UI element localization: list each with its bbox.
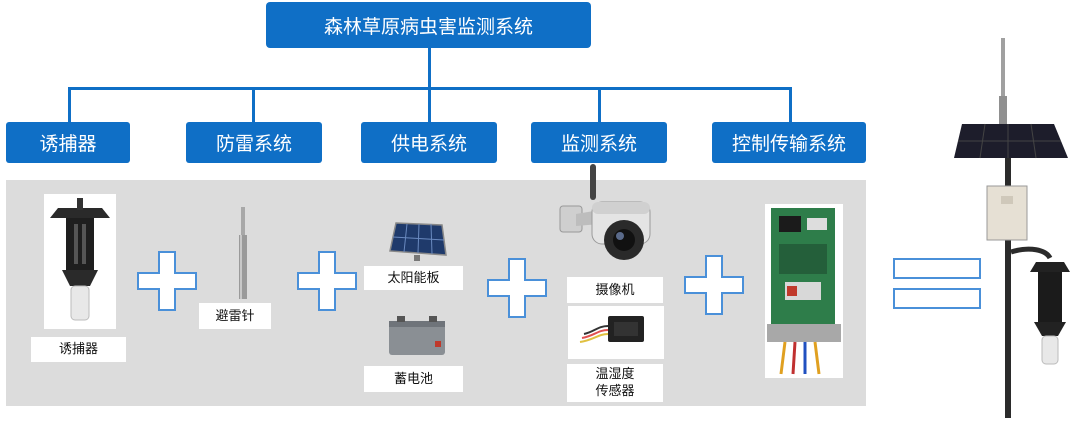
plus-icon	[297, 251, 357, 311]
category-trap: 诱捕器	[6, 122, 130, 163]
lightning-rod-label: 避雷针	[199, 303, 271, 329]
solar-panel-image	[386, 219, 450, 261]
assembled-device-image	[950, 36, 1076, 420]
connector-drop-1	[68, 87, 71, 123]
sensor-label: 温湿度 传感器	[567, 364, 663, 402]
connector-vertical-main	[428, 48, 431, 88]
camera-image	[552, 162, 660, 272]
lightning-rod-image	[232, 205, 254, 301]
trap-label: 诱捕器	[31, 337, 126, 362]
sensor-label-line1: 温湿度	[595, 367, 635, 382]
category-control: 控制传输系统	[712, 122, 866, 163]
sensor-image	[568, 306, 664, 359]
plus-icon	[487, 258, 547, 318]
plus-icon	[684, 255, 744, 315]
connector-drop-5	[789, 87, 792, 123]
category-lightning: 防雷系统	[186, 122, 322, 163]
trap-image	[44, 194, 116, 329]
sensor-label-line2: 传感器	[595, 384, 635, 399]
plus-icon	[137, 251, 197, 311]
category-power: 供电系统	[361, 122, 497, 163]
connector-drop-3	[428, 87, 431, 123]
equals-icon	[893, 258, 981, 309]
camera-label: 摄像机	[567, 277, 663, 303]
control-board-image	[765, 204, 843, 378]
category-monitoring: 监测系统	[531, 122, 667, 163]
connector-drop-2	[252, 87, 255, 123]
connector-drop-4	[598, 87, 601, 123]
battery-label: 蓄电池	[364, 366, 463, 392]
solar-panel-label: 太阳能板	[364, 266, 463, 290]
diagram-title: 森林草原病虫害监测系统	[266, 2, 591, 48]
battery-image	[385, 313, 449, 358]
